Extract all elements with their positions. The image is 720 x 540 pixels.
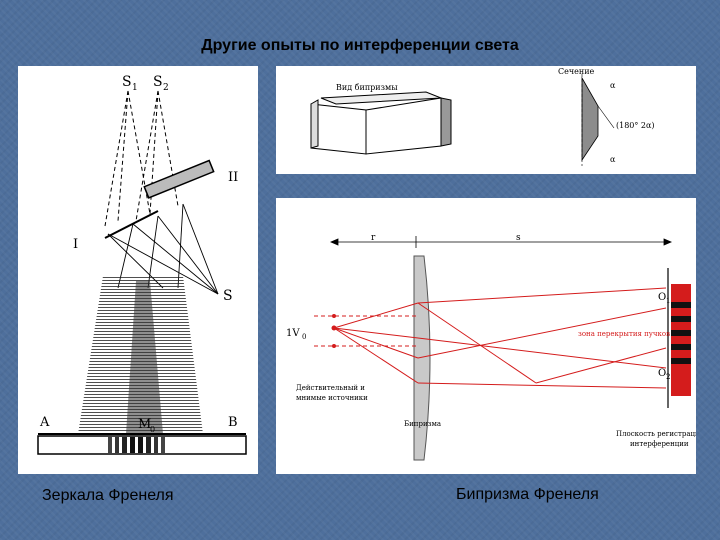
label-s1-sub: 1 xyxy=(132,83,138,93)
plane-label-line2: интерференции xyxy=(630,440,689,448)
interference-field xyxy=(78,276,203,434)
alpha-top-label: α xyxy=(610,81,616,90)
fresnel-mirrors-diagram: S 1 S 2 S I II A M 0 B xyxy=(37,74,247,455)
fresnel-biprism-caption: Бипризма Френеля xyxy=(456,486,599,503)
label-s: S xyxy=(223,288,233,304)
label-s2: S xyxy=(153,74,163,90)
virtual-rays xyxy=(104,90,179,227)
label-b: B xyxy=(228,415,238,430)
biprism-geometry-diagram: Вид бипризмы Сечение (180° 2α) α α xyxy=(310,67,655,166)
source-sub-label: 0 xyxy=(302,333,306,341)
biprism-geometry-panel: Вид бипризмы Сечение (180° 2α) α α xyxy=(276,66,696,174)
label-mirror-1: I xyxy=(73,237,78,252)
distance-r-label: r xyxy=(371,233,376,243)
o2-label: O xyxy=(658,368,666,379)
screen-fringes xyxy=(108,437,165,453)
distance-s-label: s xyxy=(516,233,521,243)
fresnel-mirrors-panel: S 1 S 2 S I II A M 0 B xyxy=(18,66,258,474)
source-points xyxy=(331,314,337,348)
fresnel-mirrors-caption: Зеркала Френеля xyxy=(42,487,174,504)
virtual-sources-label-line1: Действительный и xyxy=(296,384,365,392)
biprism-label: Бипризма xyxy=(404,420,441,428)
label-s2-sub: 2 xyxy=(163,83,169,93)
label-m-sub: 0 xyxy=(150,425,155,434)
fresnel-biprism-diagram: r s xyxy=(286,233,696,461)
biprism-view xyxy=(310,91,452,155)
slide-title: Другие опыты по интерференции света xyxy=(201,37,519,54)
angle-label: (180° 2α) xyxy=(616,121,655,130)
light-rays xyxy=(314,287,667,389)
fresnel-biprism-panel: r s xyxy=(276,198,696,474)
plane-label-line1: Плоскость регистрации xyxy=(616,430,696,438)
mirror-1 xyxy=(104,210,159,239)
registration-screen xyxy=(671,284,691,396)
o1-sub-label: 1 xyxy=(666,297,670,305)
section-label: Сечение xyxy=(558,67,595,76)
biprism-shape xyxy=(413,255,431,461)
source-label: 1V xyxy=(286,328,300,339)
distance-axis xyxy=(329,236,673,248)
label-s1: S xyxy=(122,74,132,90)
alpha-bottom-label: α xyxy=(610,155,616,164)
biprism-view-label: Вид бипризмы xyxy=(336,83,398,92)
interference-fringes xyxy=(671,302,691,364)
label-a: A xyxy=(39,415,50,430)
label-mirror-2: II xyxy=(228,170,238,185)
mirror-2 xyxy=(143,159,215,199)
biprism-section xyxy=(581,74,615,166)
label-m: M xyxy=(138,417,151,432)
real-rays xyxy=(107,203,219,295)
o2-sub-label: 2 xyxy=(666,373,670,381)
virtual-sources-label-line2: мнимые источники xyxy=(296,394,368,402)
o1-label: O xyxy=(658,292,666,303)
overlap-zone-label: зона перекрытия пучков xyxy=(578,330,670,338)
